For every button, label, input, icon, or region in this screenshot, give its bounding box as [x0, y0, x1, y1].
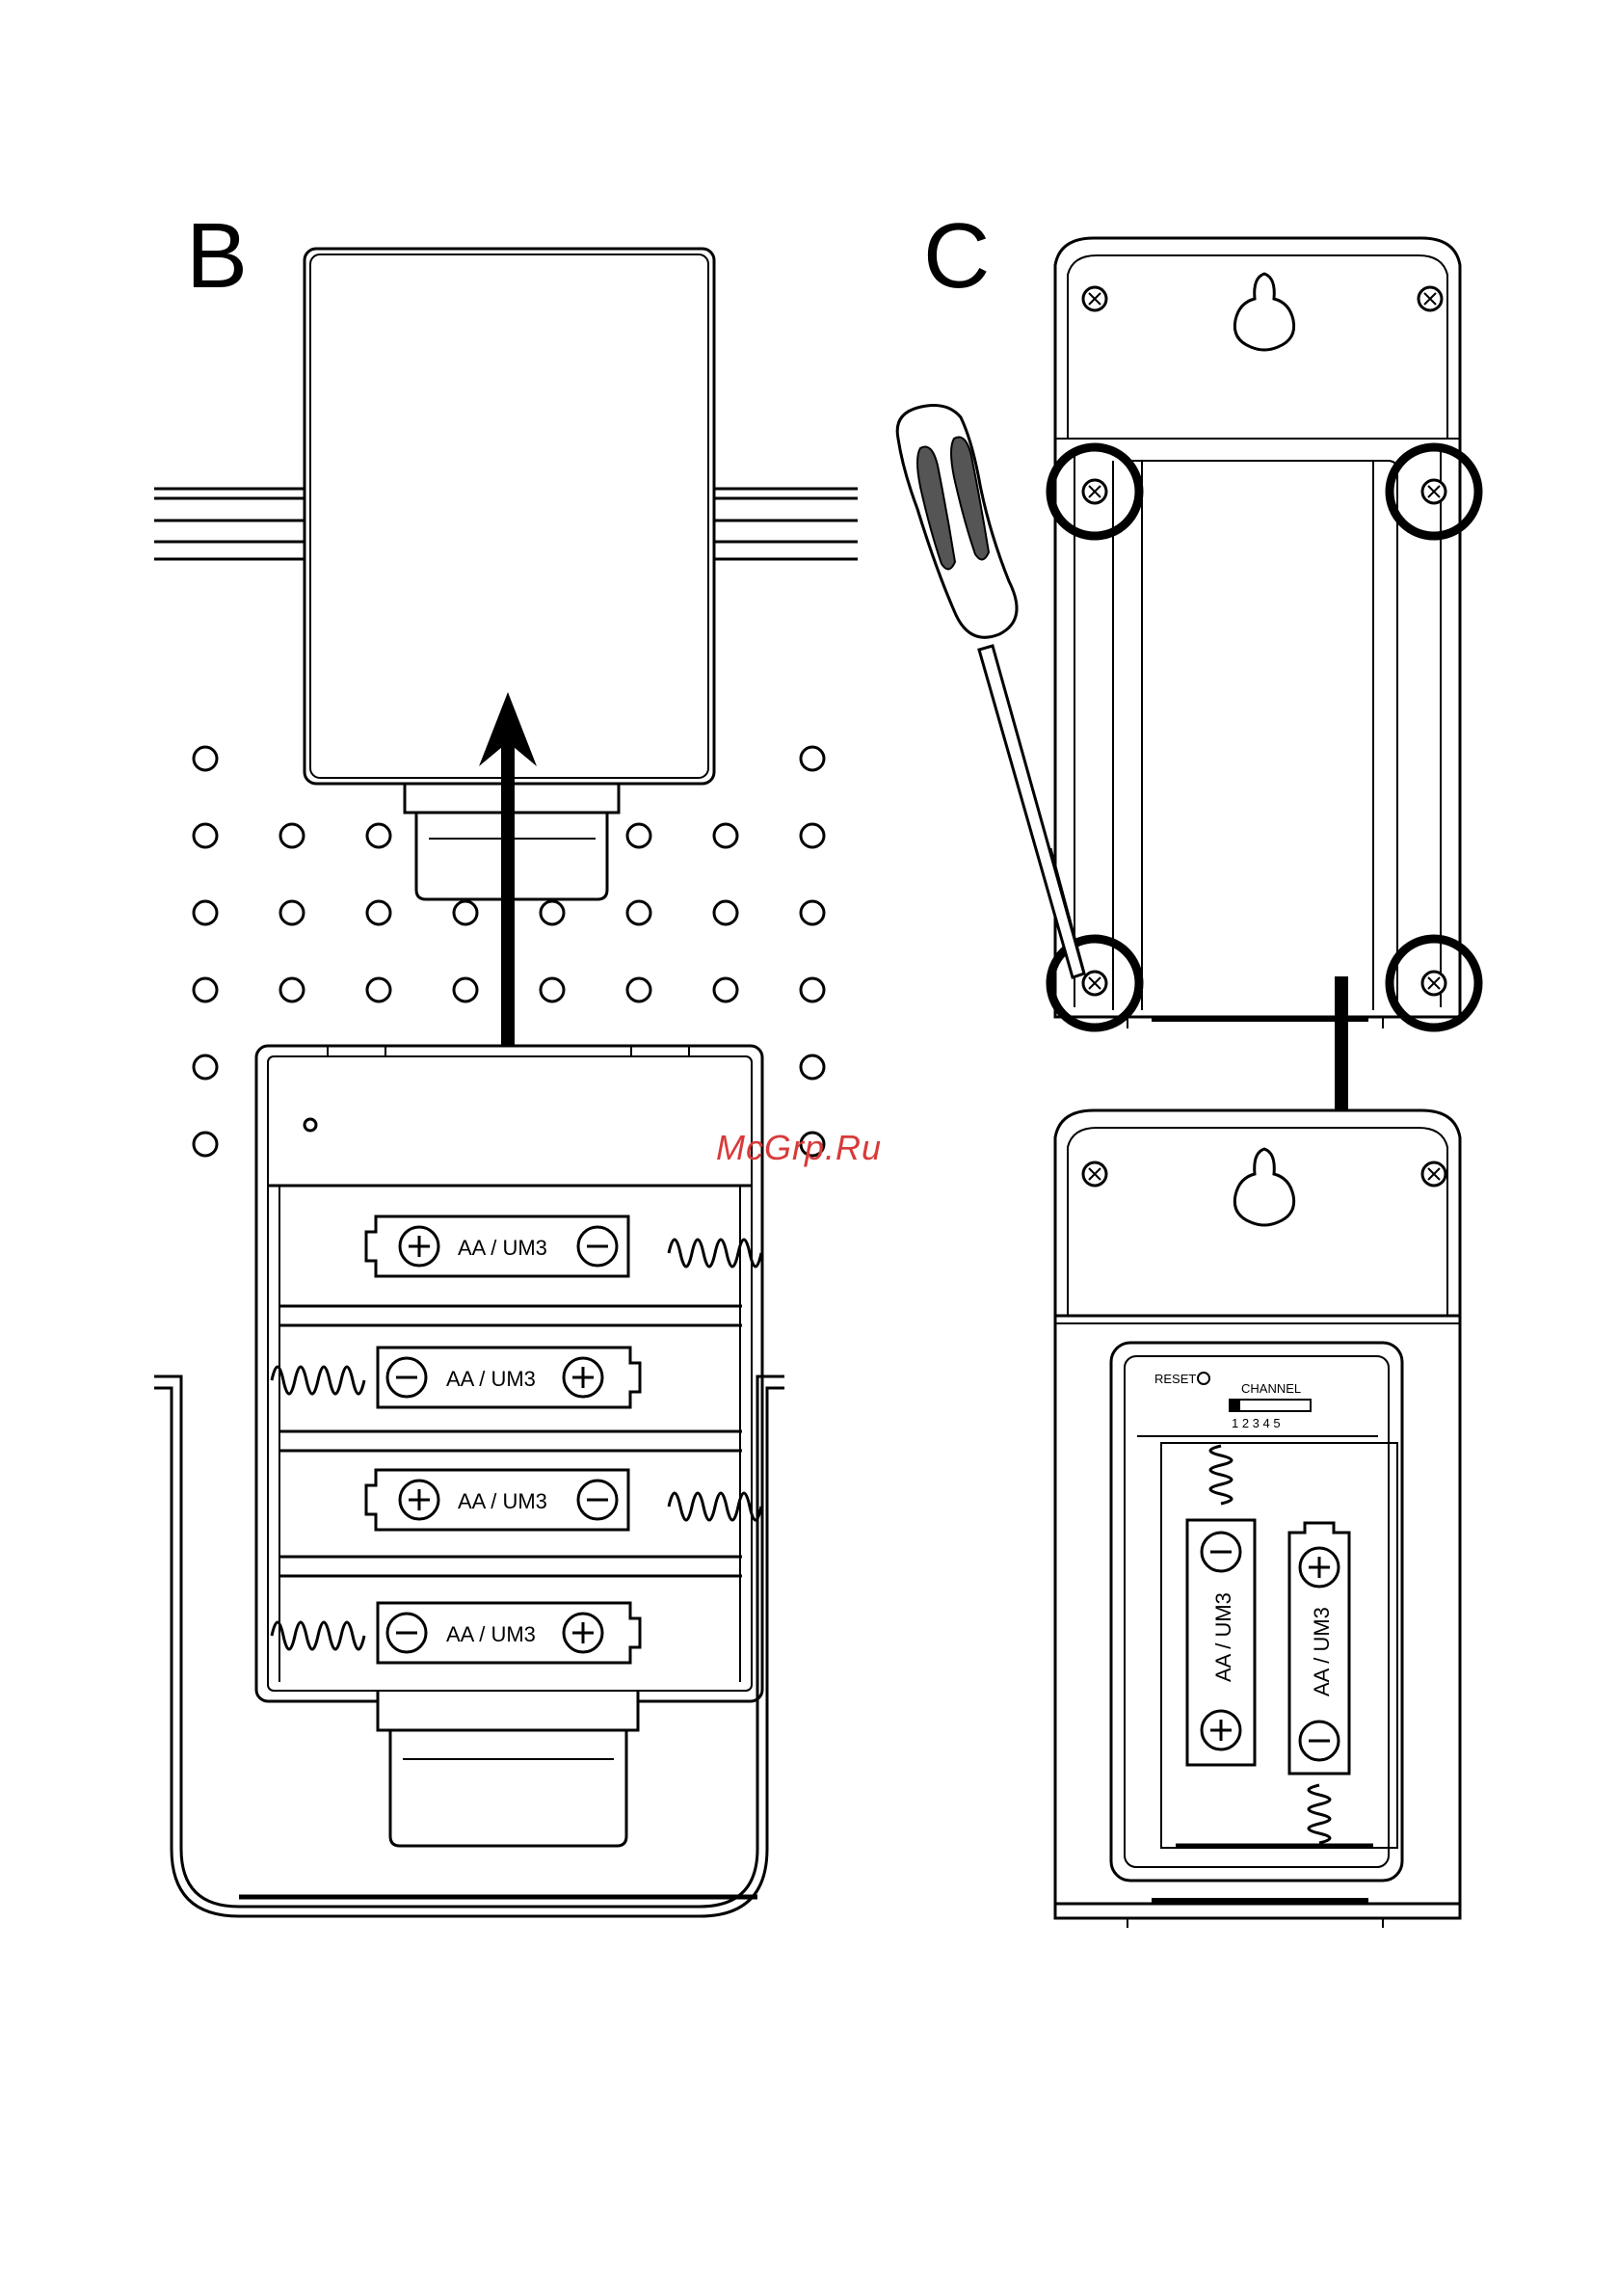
- minus-icon: [387, 1614, 426, 1652]
- plus-icon: [1202, 1711, 1240, 1749]
- pegboard-hole: [454, 901, 477, 924]
- pegboard-hole: [627, 901, 650, 924]
- pegboard-hole: [367, 824, 390, 847]
- channel-numbers: 1 2 3 4 5: [1232, 1416, 1281, 1430]
- plus-icon: [1300, 1548, 1339, 1587]
- screw-icon: [1083, 1162, 1106, 1186]
- screw-icon: [1419, 287, 1442, 310]
- panel-letter-c: C: [923, 204, 990, 307]
- pegboard-hole: [280, 824, 304, 847]
- reset-label: RESET: [1154, 1372, 1196, 1386]
- pegboard-hole: [367, 901, 390, 924]
- battery-label: AA / UM3: [458, 1236, 547, 1260]
- pegboard-hole: [714, 824, 737, 847]
- battery-label: AA / UM3: [458, 1489, 547, 1513]
- battery-vertical-1: AA / UM3: [1187, 1520, 1255, 1765]
- screw-icon: [1422, 1162, 1446, 1186]
- minus-icon: [578, 1227, 617, 1266]
- pegboard-hole: [801, 901, 824, 924]
- sensor-back-unit: [1050, 238, 1478, 1028]
- pegboard-hole: [367, 978, 390, 1001]
- battery-label: AA / UM3: [446, 1622, 536, 1646]
- pegboard-hole: [194, 1055, 217, 1079]
- plus-icon: [564, 1358, 602, 1397]
- pegboard-hole: [280, 978, 304, 1001]
- minus-icon: [387, 1358, 426, 1397]
- panel-letter-b: B: [186, 204, 248, 307]
- screw-icon: [1422, 972, 1446, 995]
- pegboard-hole: [194, 901, 217, 924]
- pegboard-hole: [714, 978, 737, 1001]
- battery-label-vertical: AA / UM3: [1211, 1592, 1235, 1682]
- pegboard-hole: [541, 901, 564, 924]
- pegboard-hole: [801, 978, 824, 1001]
- pegboard-hole: [194, 747, 217, 770]
- pegboard-hole: [801, 1055, 824, 1079]
- pegboard-hole: [801, 747, 824, 770]
- plus-icon: [400, 1227, 438, 1266]
- minus-icon: [578, 1481, 617, 1519]
- pegboard-hole: [280, 901, 304, 924]
- screw-icon: [1083, 972, 1106, 995]
- pegboard-hole: [801, 824, 824, 847]
- pegboard-hole: [541, 978, 564, 1001]
- screw-icon: [1083, 287, 1106, 310]
- minus-icon: [1202, 1533, 1240, 1571]
- battery-vertical-2: AA / UM3: [1289, 1523, 1349, 1774]
- pegboard-hole: [627, 824, 650, 847]
- minus-icon: [1300, 1722, 1339, 1760]
- plus-icon: [564, 1614, 602, 1652]
- plus-icon: [400, 1481, 438, 1519]
- battery-tray: [256, 1046, 762, 1846]
- channel-label: CHANNEL: [1241, 1381, 1301, 1396]
- screw-icon: [1083, 480, 1106, 503]
- pegboard-hole: [194, 824, 217, 847]
- pegboard-hole: [714, 901, 737, 924]
- pegboard-hole: [454, 978, 477, 1001]
- pegboard-hole: [194, 1133, 217, 1156]
- battery-label: AA / UM3: [446, 1367, 536, 1391]
- watermark: McGrp.Ru: [716, 1128, 882, 1167]
- pegboard-hole: [194, 978, 217, 1001]
- screw-icon: [1422, 480, 1446, 503]
- pegboard-hole: [627, 978, 650, 1001]
- sensor-open-unit: RESET CHANNEL 1 2 3 4 5 AA / UM3 AA / UM…: [1055, 1110, 1460, 1928]
- battery-label-vertical: AA / UM3: [1310, 1607, 1334, 1696]
